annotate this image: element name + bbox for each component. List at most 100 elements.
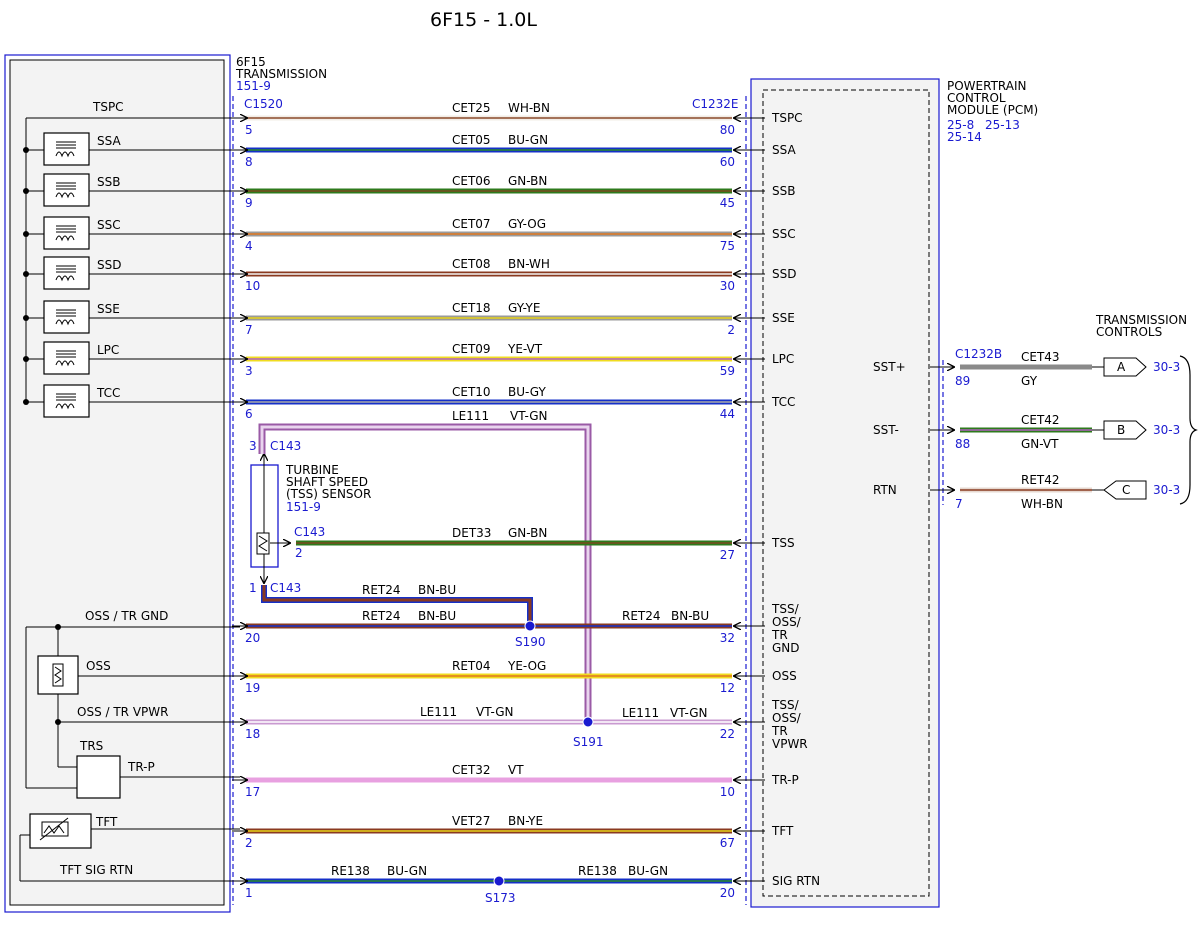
junction-dot xyxy=(23,356,29,362)
trs-label: TRS xyxy=(79,739,103,753)
tc-connector: C1232B xyxy=(955,347,1002,361)
solenoid-ssd: SSD xyxy=(23,256,240,290)
wire-circuit-label: CET18 xyxy=(452,301,491,315)
output-letter: B xyxy=(1117,423,1125,437)
splice-s191[interactable] xyxy=(582,716,594,728)
output-pin: 88 xyxy=(955,437,970,451)
junction-dot xyxy=(23,271,29,277)
pin-right: 60 xyxy=(720,155,735,169)
pcm-pin-label: OSS xyxy=(772,669,797,683)
pcm-ref-1[interactable]: 25-8 xyxy=(947,118,974,132)
diagram-title: 6F15 - 1.0L xyxy=(430,9,537,31)
wire-color-label: BN-BU xyxy=(418,609,456,623)
tss-pin-bot: 1 xyxy=(249,581,257,595)
wire-color-label: BN-YE xyxy=(508,814,543,828)
pcm-inner xyxy=(762,89,930,897)
pin-right: 30 xyxy=(720,279,735,293)
solenoid-label: SSB xyxy=(97,175,120,189)
pcm-pin-label: TCC xyxy=(771,395,795,409)
pcm-name-1: POWERTRAIN xyxy=(947,79,1027,93)
splice-s190-label: S190 xyxy=(515,635,546,649)
pin-left: 3 xyxy=(245,364,253,378)
transmission-name-2: TRANSMISSION xyxy=(235,67,327,81)
wire-circuit-label: CET09 xyxy=(452,342,491,356)
oss-tr-vpwr-label: OSS / TR VPWR xyxy=(77,705,168,719)
pcm-pin-label: SSC xyxy=(772,227,796,241)
tss-vpwr-color: VT-GN xyxy=(510,409,547,423)
pcm-pin-label: SSA xyxy=(772,143,796,157)
tss-connector-bot: C143 xyxy=(270,581,301,595)
wire-color-label: BN-WH xyxy=(508,257,550,271)
wire-color-label: GY-OG xyxy=(508,217,546,231)
pcm-ref-2[interactable]: 25-13 xyxy=(985,118,1020,132)
pcm-pin-label: SSD xyxy=(772,267,796,281)
tss-connector-mid: C143 xyxy=(294,525,325,539)
output-ref[interactable]: 30-3 xyxy=(1153,423,1180,437)
wire-color-label: YE-OG xyxy=(507,659,546,673)
junction-dot xyxy=(23,231,29,237)
splice-s173[interactable] xyxy=(493,875,505,887)
pin-left: 17 xyxy=(245,785,260,799)
tc-title-1: TRANSMISSION xyxy=(1095,313,1187,327)
wire-circuit-label: CET32 xyxy=(452,763,491,777)
wire-circuit-label: RET24 xyxy=(362,609,401,623)
solenoid-label: SSC xyxy=(97,218,121,232)
transmission-ref[interactable]: 151-9 xyxy=(236,79,271,93)
splice-s190[interactable] xyxy=(524,620,536,632)
transmission-outline xyxy=(4,54,231,913)
solenoid-label: TCC xyxy=(96,386,120,400)
output-circuit: CET43 xyxy=(1021,350,1060,364)
pin-right: 59 xyxy=(720,364,735,378)
output-circuit: RET42 xyxy=(1021,473,1060,487)
tss-gnd-circuit: RET24 xyxy=(362,583,401,597)
tss-sensor-name-1: TURBINE xyxy=(285,463,339,477)
solenoid-ssa: SSA xyxy=(23,132,240,166)
wire-color-label: VT-GN xyxy=(476,705,513,719)
tss-sensor-element xyxy=(256,532,270,555)
s173-right-color: BU-GN xyxy=(628,864,668,878)
s191-right-color: VT-GN xyxy=(670,706,707,720)
pin-right: 45 xyxy=(720,196,735,210)
pcm-pin-label: TR-P xyxy=(771,773,799,787)
pin-left: 5 xyxy=(245,123,253,137)
tc-brace xyxy=(1179,355,1198,505)
tss-vpwr-circuit: LE111 xyxy=(452,409,489,423)
junction-dot xyxy=(23,147,29,153)
tft-sig-rtn-label: TFT SIG RTN xyxy=(59,863,133,877)
tss-connector-top: C143 xyxy=(270,439,301,453)
wire-circuit-label: CET06 xyxy=(452,174,491,188)
output-ref[interactable]: 30-3 xyxy=(1153,360,1180,374)
tss-sensor-name-2: SHAFT SPEED xyxy=(286,475,368,489)
pin-left: 7 xyxy=(245,323,253,337)
output-ref[interactable]: 30-3 xyxy=(1153,483,1180,497)
s190-right-circuit: RET24 xyxy=(622,609,661,623)
tss-sensor-ref[interactable]: 151-9 xyxy=(286,500,321,514)
pcm-ref-3[interactable]: 25-14 xyxy=(947,130,982,144)
pcm-pin-label: TSS xyxy=(771,536,795,550)
pin-right: 44 xyxy=(720,407,735,421)
output-pin: 7 xyxy=(955,497,963,511)
solenoid-label: SSE xyxy=(97,302,120,316)
tss-pin-mid: 2 xyxy=(295,546,303,560)
